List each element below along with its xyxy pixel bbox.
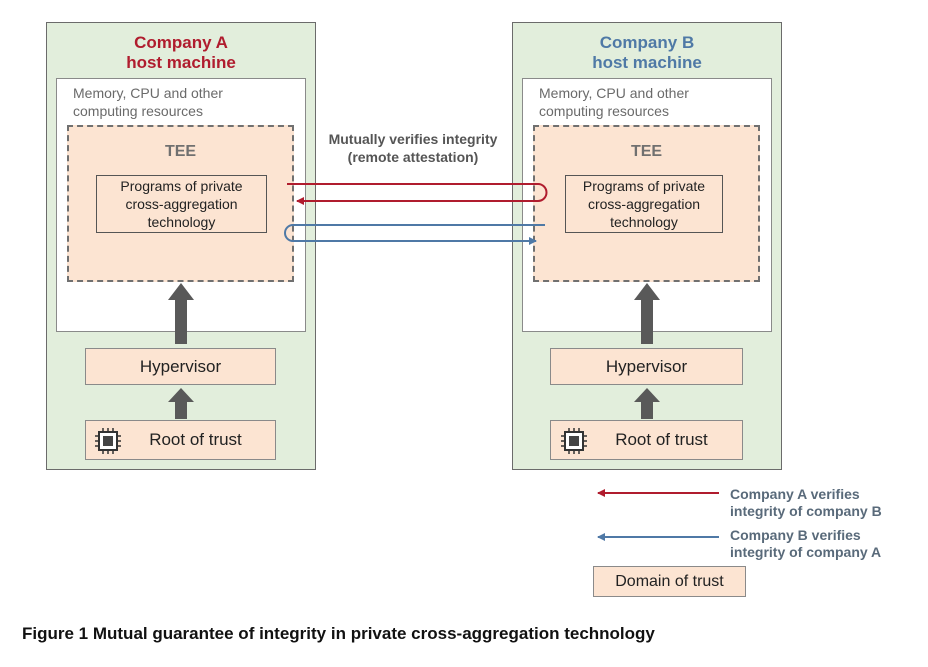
company-b-memory-label-line1: Memory, CPU and other <box>539 85 689 101</box>
attestation-line2: (remote attestation) <box>347 149 479 165</box>
attestation-note: Mutually verifies integrity (remote atte… <box>308 130 518 166</box>
company-a-memory-label: Memory, CPU and other computing resource… <box>73 84 223 120</box>
company-a-program-line2: cross-aggregation <box>125 196 238 212</box>
company-b-root-label: Root of trust <box>615 430 708 449</box>
company-a-memory-label-line1: Memory, CPU and other <box>73 85 223 101</box>
attestation-line1: Mutually verifies integrity <box>328 131 498 147</box>
company-b-up-arrow-small <box>634 388 660 419</box>
legend-domain-of-trust: Domain of trust <box>593 566 746 597</box>
company-a-title-line2: host machine <box>126 53 236 72</box>
company-a-up-arrow-large <box>168 283 194 344</box>
company-a-root-label: Root of trust <box>149 430 242 449</box>
company-a-title-line1: Company A <box>134 33 228 52</box>
legend-red-line1: Company A verifies <box>730 486 860 502</box>
company-b-program-line3: technology <box>610 214 678 230</box>
company-a-tee-label: TEE <box>164 143 197 160</box>
company-a-program-line1: Programs of private <box>120 178 243 194</box>
company-b-tee-label: TEE <box>630 143 663 160</box>
company-b-memory-label: Memory, CPU and other computing resource… <box>539 84 689 120</box>
chip-icon <box>561 428 587 454</box>
company-a-program-line3: technology <box>147 214 216 230</box>
company-b-title-line1: Company B <box>599 33 695 52</box>
company-b-program-line1: Programs of private <box>582 178 706 194</box>
legend-red-line2: integrity of company B <box>730 503 882 519</box>
company-b-title: Company B host machine <box>513 33 781 73</box>
figure-caption: Figure 1 Mutual guarantee of integrity i… <box>22 624 655 643</box>
company-b-hypervisor-label: Hypervisor <box>605 356 688 376</box>
company-b-memory-label-line2: computing resources <box>539 103 669 119</box>
blue-attestation-arrow <box>284 224 545 245</box>
company-b-up-arrow-large <box>634 283 660 344</box>
company-b-program-line2: cross-aggregation <box>587 196 701 212</box>
red-attestation-arrow <box>287 183 548 205</box>
company-a-up-arrow-small <box>168 388 194 419</box>
legend-blue-line2: integrity of company A <box>730 544 882 560</box>
legend-domain-label: Domain of trust <box>615 572 724 590</box>
company-b-program-box: Programs of private cross-aggregation te… <box>565 175 723 233</box>
company-b-hypervisor: Hypervisor <box>550 348 743 385</box>
company-a-program-box: Programs of private cross-aggregation te… <box>96 175 267 233</box>
legend-blue-text: Company B verifies integrity of company … <box>730 527 881 561</box>
company-a-hypervisor: Hypervisor <box>85 348 276 385</box>
legend-red-text: Company A verifies integrity of company … <box>730 486 882 520</box>
company-b-title-line2: host machine <box>592 53 702 72</box>
company-a-title: Company A host machine <box>47 33 315 73</box>
company-a-hypervisor-label: Hypervisor <box>139 356 222 376</box>
legend-blue-line1: Company B verifies <box>730 527 861 543</box>
company-a-memory-label-line2: computing resources <box>73 103 203 119</box>
chip-icon <box>95 428 121 454</box>
